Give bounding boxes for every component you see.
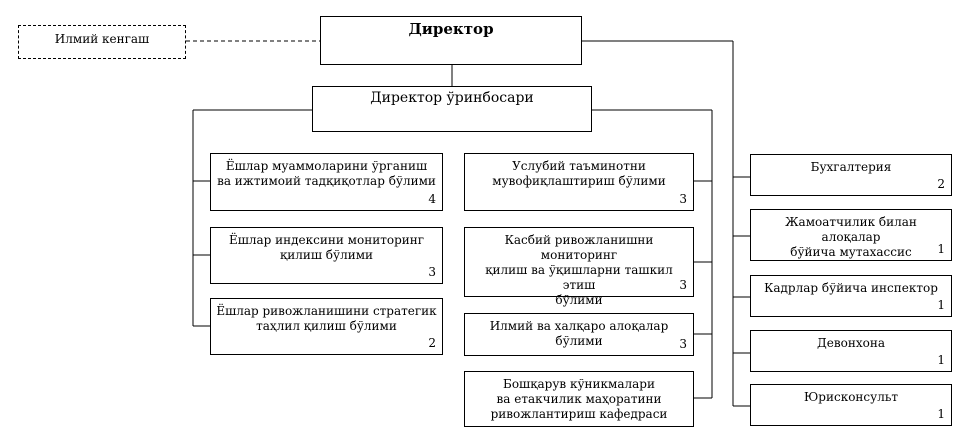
middle-department-box: Услубий таъминотни мувофиқлаштириш бўлим… [464, 153, 694, 211]
department-label: Ёшлар муаммоларини ўрганиш ва ижтимоий т… [217, 159, 436, 188]
department-label: Ёшлар индексини мониторинг қилиш бўлими [228, 233, 425, 262]
department-label: Илмий ва халқаро алоқалар бўлими [489, 319, 669, 348]
unit-label: Девонхона [817, 336, 885, 350]
staff-count: 1 [937, 407, 945, 421]
staff-count: 1 [937, 298, 945, 312]
council-label: Илмий кенгаш [54, 32, 150, 46]
staff-count: 1 [937, 242, 945, 256]
unit-label: Кадрлар бўйича инспектор [764, 281, 938, 295]
department-label: Бошқарув кўникмалари ва етакчилик маҳора… [490, 377, 668, 421]
right-unit-box: Юрисконсульт 1 [750, 384, 952, 426]
right-unit-box: Бухгалтерия 2 [750, 154, 952, 196]
department-label: Ёшлар ривожланишини стратегик таҳлил қил… [216, 304, 437, 333]
staff-count: 4 [428, 192, 436, 206]
staff-count: 3 [679, 278, 687, 292]
deputy-label: Директор ўринбосари [370, 90, 534, 106]
director-box: Директор [320, 16, 582, 65]
council-box: Илмий кенгаш [18, 25, 186, 59]
department-label: Касбий ривожланишни мониторинг қилиш ва … [485, 233, 673, 307]
staff-count: 1 [937, 353, 945, 367]
unit-label: Бухгалтерия [810, 160, 892, 174]
staff-count: 2 [937, 177, 945, 191]
staff-count: 2 [428, 336, 436, 350]
left-department-box: Ёшлар ривожланишини стратегик таҳлил қил… [210, 298, 443, 355]
right-unit-box: Жамоатчилик билан алоқалар бўйича мутаха… [750, 209, 952, 261]
staff-count: 3 [679, 192, 687, 206]
right-unit-box: Кадрлар бўйича инспектор 1 [750, 275, 952, 317]
middle-department-box: Бошқарув кўникмалари ва етакчилик маҳора… [464, 371, 694, 427]
middle-department-box: Илмий ва халқаро алоқалар бўлими 3 [464, 313, 694, 356]
right-unit-box: Девонхона 1 [750, 330, 952, 372]
unit-label: Юрисконсульт [803, 390, 899, 404]
middle-department-box: Касбий ривожланишни мониторинг қилиш ва … [464, 227, 694, 307]
department-label: Услубий таъминотни мувофиқлаштириш бўлим… [492, 159, 666, 188]
director-label: Директор [408, 20, 494, 38]
left-department-box: Ёшлар муаммоларини ўрганиш ва ижтимоий т… [210, 153, 443, 211]
left-department-box: Ёшлар индексини мониторинг қилиш бўлими … [210, 227, 443, 284]
staff-count: 3 [428, 265, 436, 279]
unit-label: Жамоатчилик билан алоқалар бўйича мутаха… [785, 215, 917, 259]
deputy-box: Директор ўринбосари [312, 86, 592, 132]
staff-count: 3 [679, 337, 687, 351]
